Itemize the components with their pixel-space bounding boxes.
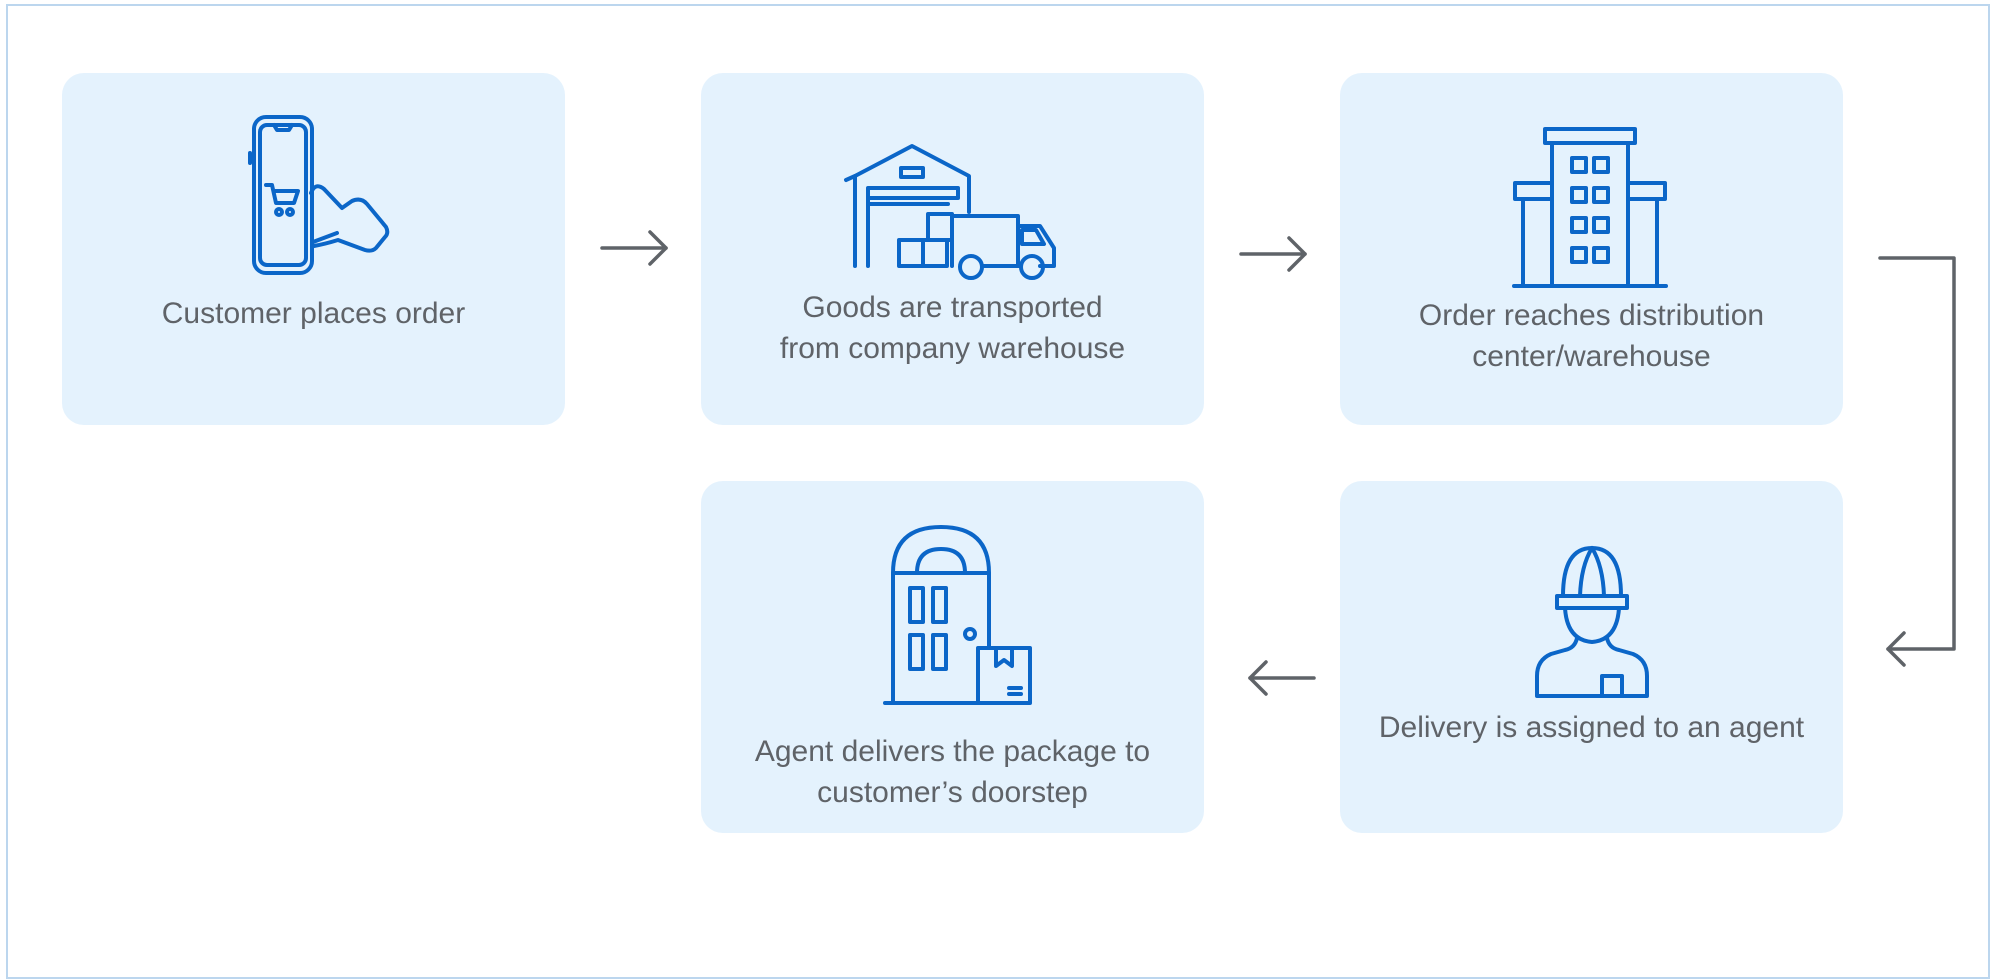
step-label-line: Delivery is assigned to an agent (1378, 711, 1805, 744)
step-card-assign-agent: Delivery is assigned to an agent (1340, 481, 1843, 833)
step-label-line: Order reaches distribution (1418, 299, 1765, 332)
step-label: Goods are transported from company wareh… (721, 287, 1184, 369)
phone-cart-hand-icon (62, 111, 565, 281)
diagram-frame: Customer places order (6, 4, 1990, 979)
flow-arrow-left (1248, 660, 1316, 696)
step-card-transport: Goods are transported from company wareh… (701, 73, 1204, 425)
flow-arrow-right-2 (1239, 236, 1307, 272)
warehouse-truck-icon (701, 138, 1204, 288)
delivery-agent-icon (1340, 536, 1843, 706)
flow-connector-right (1878, 256, 1956, 667)
step-label-line: Goods are transported (802, 291, 1103, 324)
step-label: Delivery is assigned to an agent (1360, 707, 1823, 748)
step-label-line: customer’s doorstep (817, 776, 1088, 809)
step-label-line: Customer places order (161, 297, 466, 330)
door-package-icon (701, 523, 1204, 708)
step-label-line: center/warehouse (1472, 340, 1711, 373)
flow-arrow-right-1 (600, 230, 668, 266)
building-icon (1340, 127, 1843, 297)
step-label: Agent delivers the package to customer’s… (721, 731, 1184, 813)
step-card-deliver: Agent delivers the package to customer’s… (701, 481, 1204, 833)
step-card-distribution: Order reaches distribution center/wareho… (1340, 73, 1843, 425)
step-card-place-order: Customer places order (62, 73, 565, 425)
step-label-line: Agent delivers the package to (754, 735, 1151, 768)
step-label-line: from company warehouse (779, 332, 1126, 365)
step-label: Order reaches distribution center/wareho… (1360, 295, 1823, 377)
step-label: Customer places order (82, 293, 545, 334)
